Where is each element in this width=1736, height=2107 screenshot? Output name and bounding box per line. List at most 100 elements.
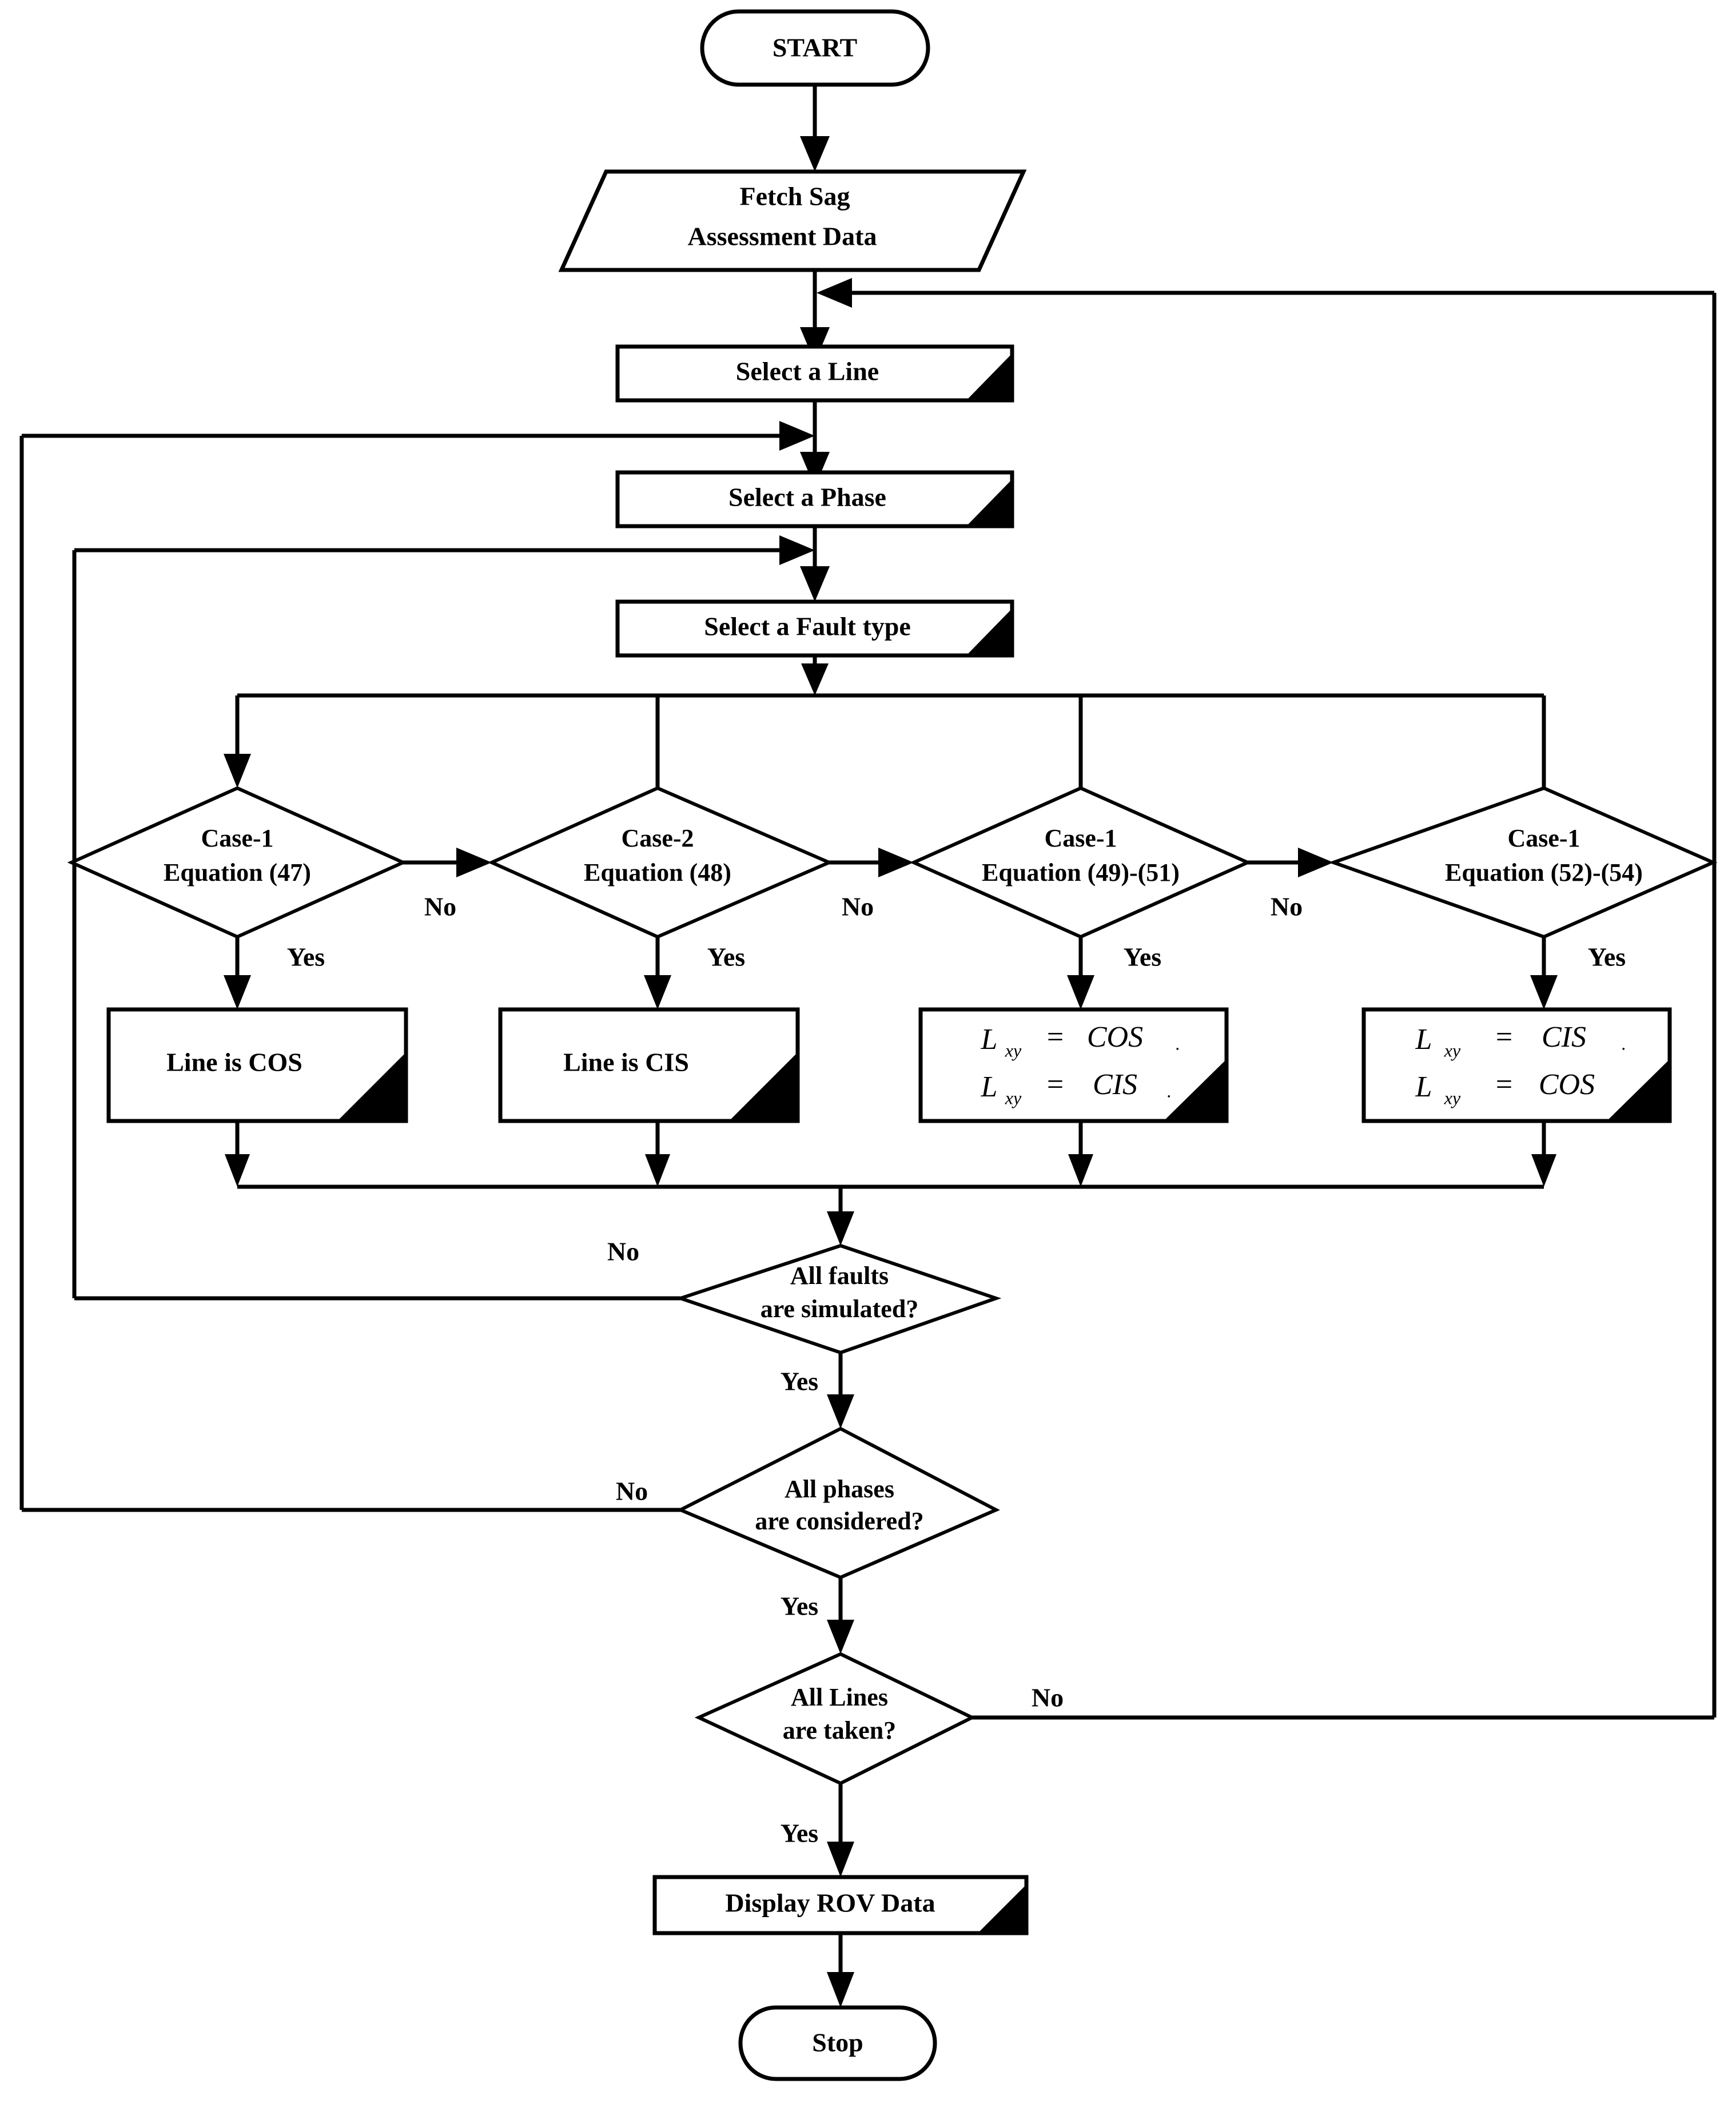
eq-box-4-line2: L xy = COS . (1415, 1068, 1647, 1108)
arrowhead-selectline-selectphase (800, 452, 830, 487)
arrowhead-box2-merge (645, 1154, 670, 1187)
node-stop: Stop (738, 2005, 937, 2081)
arrowhead-start-fetch (800, 136, 830, 172)
eq4-l2-sub: xy (1444, 1087, 1461, 1108)
edge-label-no-all-faults: No (607, 1237, 639, 1266)
arrowhead-left-inner-rail (779, 535, 815, 565)
arrowhead-case3-yes (1067, 975, 1094, 1009)
edge-label-yes-all-lines: Yes (781, 1819, 818, 1848)
arrowhead-case2-no (878, 848, 914, 877)
case2-48-line2: Equation (48) (584, 858, 731, 886)
case1-52-line2: Equation (52)-(54) (1445, 858, 1643, 886)
all-phases-line2: are considered? (755, 1507, 923, 1535)
arrowhead-rov-stop (827, 1972, 854, 2007)
display-rov-label: Display ROV Data (725, 1889, 935, 1918)
case2-48-line1: Case-2 (621, 824, 694, 852)
node-select-line: Select a Line (615, 344, 1014, 403)
select-line-label: Select a Line (736, 357, 879, 386)
node-select-phase: Select a Phase (615, 470, 1014, 528)
node-case1-52-54: Case-1 Equation (52)-(54) (1328, 786, 1718, 939)
edge-label-no-case1-49: No (1271, 892, 1303, 921)
edge-label-no-case1-47: No (424, 892, 456, 921)
eq3-l2-value: CIS (1093, 1068, 1137, 1101)
arrowhead-selectphase-selectfault (800, 566, 830, 602)
node-line-is-cis: Line is CIS (498, 1007, 800, 1123)
all-lines-line2: are taken? (783, 1716, 896, 1744)
node-case1-49-51: Case-1 Equation (49)-(51) (909, 786, 1252, 939)
arrowhead-branch-case1 (224, 754, 251, 788)
fetch-data-line2: Assessment Data (688, 222, 877, 251)
eq3-l1-sub: xy (1005, 1040, 1022, 1060)
node-select-fault: Select a Fault type (615, 599, 1014, 658)
eq-box-3-line1: L xy = COS . (981, 1021, 1180, 1060)
eq4-l1-terminator: . (1622, 1033, 1626, 1054)
eq3-l1-eq: = (1045, 1021, 1065, 1054)
arrowhead-merge-allfaults (827, 1211, 854, 1246)
case1-49-line2: Equation (49)-(51) (982, 858, 1180, 886)
node-all-phases: All phases are considered? (676, 1426, 1000, 1580)
eq4-l1-var: L (1415, 1023, 1432, 1056)
case1-47-line2: Equation (47) (164, 858, 311, 886)
eq4-l2-var: L (1415, 1071, 1432, 1103)
arrowhead-case4-yes (1530, 975, 1558, 1009)
eq3-l2-terminator: . (1167, 1080, 1172, 1101)
eq4-l2-terminator: . (1642, 1080, 1647, 1101)
edge-label-yes-case1-47: Yes (287, 943, 325, 972)
arrowhead-case2-yes (644, 975, 671, 1009)
eq3-l2-sub: xy (1005, 1087, 1022, 1108)
all-phases-line1: All phases (785, 1475, 894, 1503)
edge-label-no-case2-48: No (842, 892, 874, 921)
stop-label: Stop (812, 2028, 863, 2057)
case1-49-line1: Case-1 (1044, 824, 1117, 852)
all-faults-line2: are simulated? (761, 1295, 919, 1323)
arrowhead-allfaults-yes (827, 1394, 854, 1429)
edge-label-no-all-lines: No (1032, 1683, 1064, 1712)
eq4-l1-sub: xy (1444, 1040, 1461, 1060)
eq4-l1-eq: = (1494, 1021, 1514, 1054)
all-faults-line1: All faults (790, 1262, 889, 1290)
case1-52-line1: Case-1 (1507, 824, 1580, 852)
node-case1-47: Case-1 Equation (47) (67, 786, 408, 939)
eq3-l2-eq: = (1045, 1068, 1065, 1101)
arrowhead-box3-merge (1068, 1154, 1093, 1187)
eq-box-3-line2: L xy = CIS . (981, 1068, 1172, 1108)
edge-label-yes-case1-49: Yes (1124, 943, 1161, 972)
eq4-l2-eq: = (1494, 1068, 1514, 1101)
arrowhead-right-rail (817, 278, 852, 308)
edge-label-no-all-phases: No (616, 1477, 648, 1506)
node-case2-48: Case-2 Equation (48) (487, 786, 834, 939)
case1-47-line1: Case-1 (201, 824, 273, 852)
node-eq-box-4: L xy = CIS . L xy = COS . (1361, 1007, 1672, 1123)
start-label: START (773, 33, 857, 62)
line-is-cis-label: Line is CIS (563, 1048, 689, 1077)
arrowhead-left-outer-rail (779, 421, 815, 451)
arrowhead-alllines-yes (827, 1842, 854, 1877)
arrowhead-case1-yes (224, 975, 251, 1009)
eq3-l1-terminator: . (1176, 1033, 1180, 1054)
arrowhead-box1-merge (225, 1154, 250, 1187)
eq3-l1-value: COS (1087, 1021, 1143, 1054)
node-eq-box-3: L xy = COS . L xy = CIS . (918, 1007, 1229, 1123)
eq3-l2-var: L (981, 1071, 998, 1103)
all-lines-line1: All Lines (791, 1683, 888, 1711)
fetch-data-line1: Fetch Sag (740, 182, 850, 211)
node-line-is-cos: Line is COS (106, 1007, 408, 1123)
node-start: START (700, 9, 930, 87)
node-all-faults: All faults are simulated? (675, 1243, 1002, 1355)
eq4-l2-value: COS (1539, 1068, 1595, 1101)
node-fetch-data: Fetch Sag Assessment Data (558, 169, 1027, 272)
arrowhead-selectfault-branchbar (801, 663, 829, 695)
edge-label-yes-all-phases: Yes (781, 1592, 818, 1621)
arrowhead-allphases-yes (827, 1620, 854, 1654)
eq-box-4-line1: L xy = CIS . (1415, 1021, 1626, 1060)
eq3-l1-var: L (981, 1023, 998, 1056)
line-is-cos-label: Line is COS (166, 1048, 302, 1077)
node-display-rov: Display ROV Data (652, 1875, 1029, 1935)
arrowhead-case3-no (1298, 848, 1333, 877)
select-phase-label: Select a Phase (728, 483, 886, 512)
edge-label-yes-all-faults: Yes (781, 1367, 818, 1396)
eq4-l1-value: CIS (1542, 1021, 1586, 1054)
node-all-lines: All Lines are taken? (694, 1652, 976, 1786)
